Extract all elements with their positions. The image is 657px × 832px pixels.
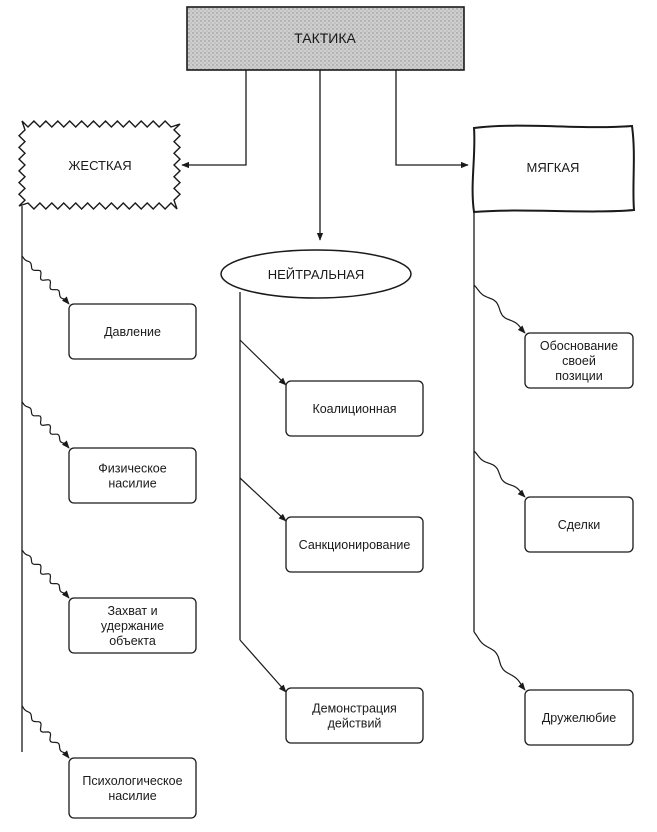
neutral-item-label: Санкционирование <box>299 538 411 552</box>
hard-item-connector <box>21 549 70 599</box>
soft-item-label: Сделки <box>558 518 601 532</box>
neutral-item: Санкционирование <box>239 477 424 573</box>
hard-box <box>17 120 182 210</box>
neutral-item-label: Демонстрация <box>312 702 397 716</box>
soft-item-connector <box>473 284 526 334</box>
hard-item-label: Давление <box>104 325 161 339</box>
hard-item-label: Психологическое <box>82 774 182 788</box>
soft-item: Сделки <box>473 450 634 553</box>
soft-item-label: Обоснование <box>540 339 618 353</box>
soft-item-box <box>524 496 634 553</box>
neutral-item-label: действий <box>328 717 382 731</box>
neutral-branch: НЕЙТРАЛЬНАЯ <box>220 249 412 640</box>
soft-item-box <box>524 689 634 746</box>
neutral-item: Коалиционная <box>239 339 424 437</box>
root-node: ТАКТИКА <box>186 6 465 71</box>
hard-item-box <box>68 757 197 819</box>
hard-item-label: удержание <box>101 619 164 633</box>
soft-box <box>471 124 636 214</box>
neutral-item-box <box>285 516 424 573</box>
hard-item-label: насилие <box>108 477 156 491</box>
hard-label: ЖЕСТКАЯ <box>68 158 131 173</box>
hard-item-connector <box>21 705 70 759</box>
hard-item-box <box>68 303 197 360</box>
neutral-item-connector <box>239 477 287 522</box>
neutral-item-box <box>285 380 424 437</box>
hard-item-label: насилие <box>108 789 156 803</box>
hard-item: Давление <box>21 255 197 360</box>
neutral-item-connector <box>239 639 287 693</box>
soft-label: МЯГКАЯ <box>527 160 580 175</box>
connector-root-to-hard <box>181 70 247 169</box>
hard-item-connector <box>21 401 70 449</box>
soft-item-label: своей <box>562 354 596 368</box>
hard-item-box <box>68 447 197 504</box>
connector-root-to-soft <box>395 70 469 169</box>
root-connectors <box>181 70 469 241</box>
neutral-label: НЕЙТРАЛЬНАЯ <box>268 267 365 282</box>
hard-item-label: Физическое <box>98 462 166 476</box>
neutral-item-connector <box>239 339 287 386</box>
soft-item-label: Дружелюбие <box>542 711 616 725</box>
hard-branch: ЖЕСТКАЯ <box>17 120 182 752</box>
neutral-item-box <box>285 687 424 744</box>
neutral-ellipse <box>220 249 412 299</box>
soft-item-connector <box>473 450 526 498</box>
hard-item-connector <box>21 255 70 305</box>
soft-item: Дружелюбие <box>473 631 634 746</box>
neutral-item-label: Коалиционная <box>312 402 396 416</box>
hard-item-box <box>68 597 197 654</box>
soft-item-connector <box>473 631 526 691</box>
soft-item-box <box>524 332 634 389</box>
root-label: ТАКТИКА <box>294 30 356 46</box>
root-box <box>186 6 465 71</box>
hard-item-label: объекта <box>109 634 156 648</box>
soft-item-label: позиции <box>555 369 602 383</box>
soft-branch: МЯГКАЯ <box>471 124 636 632</box>
hard-item-label: Захват и <box>107 604 157 618</box>
